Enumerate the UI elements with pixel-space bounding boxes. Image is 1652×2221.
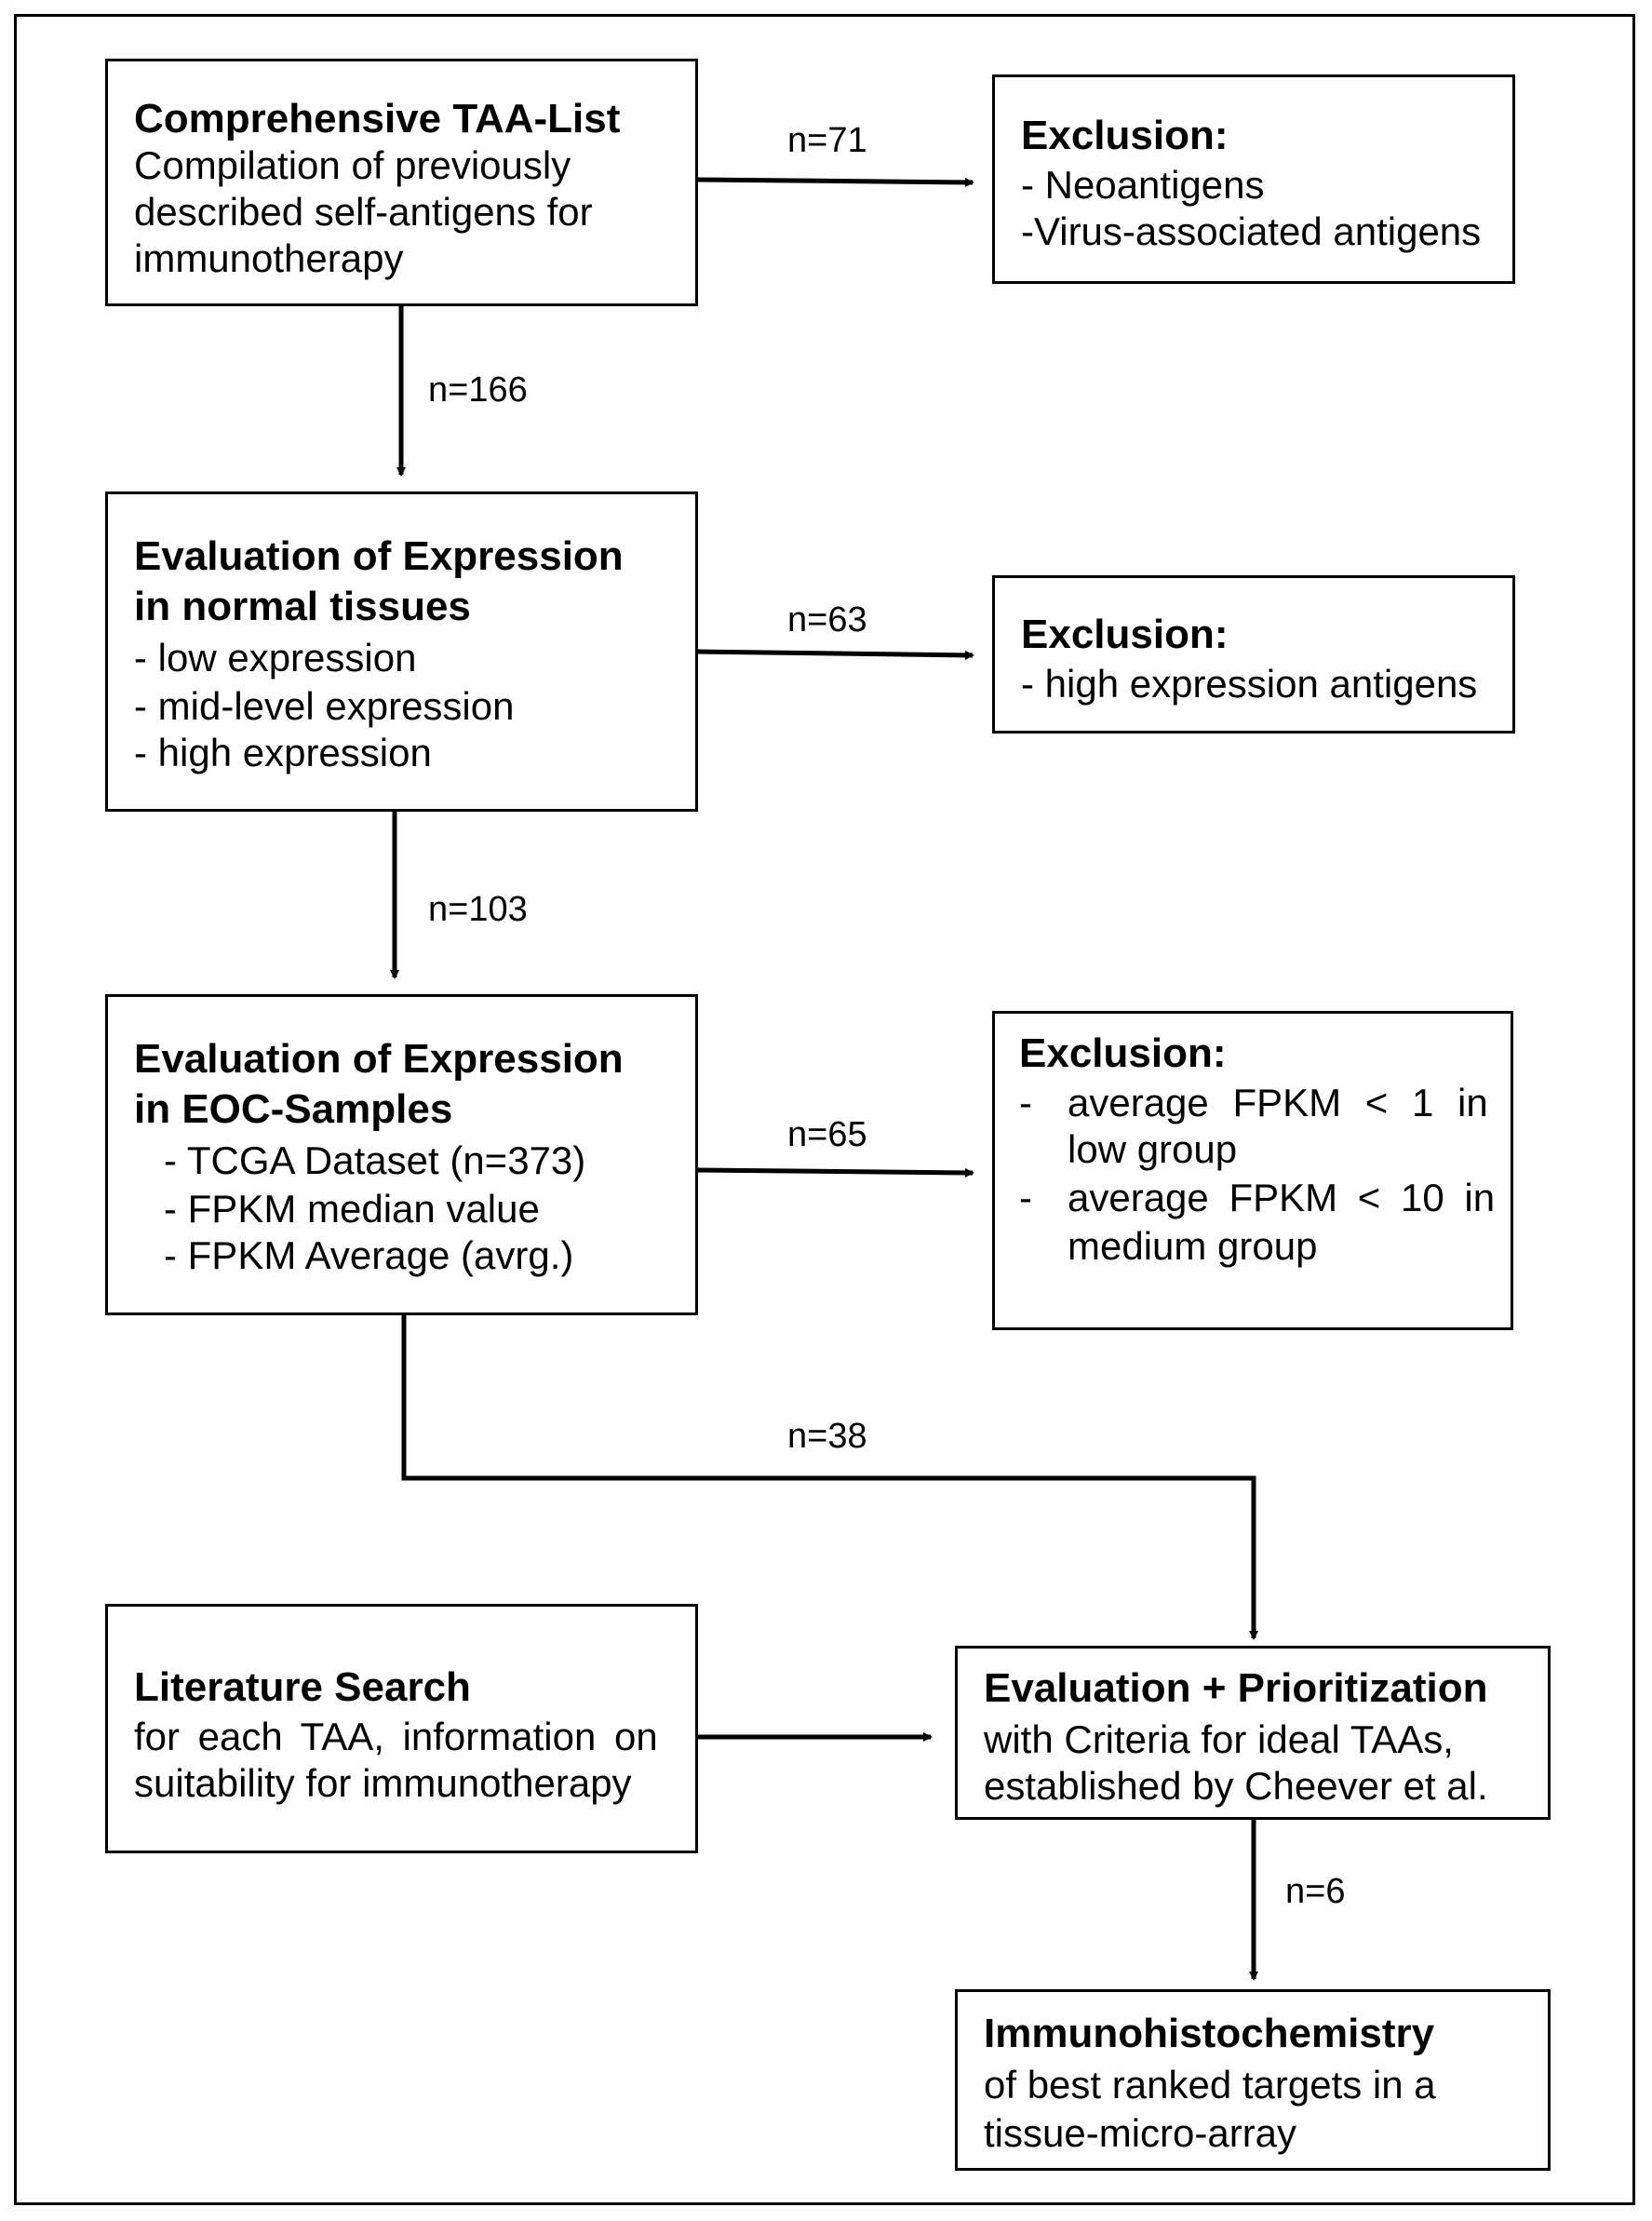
immunohistochemistry-line: of best ranked targets in a <box>984 2063 1436 2107</box>
count-label-n166: n=166 <box>428 370 528 410</box>
evaluation-prioritization-line: with Criteria for ideal TAAs, <box>984 1717 1454 1761</box>
eoc-samples-line: - TCGA Dataset (n=373) <box>164 1138 586 1182</box>
eoc-samples-box: Evaluation of Expression in EOC-Samples … <box>105 994 698 1315</box>
exclusion-line: - Neoantigens <box>1021 163 1265 207</box>
arrow-box1-to-exclusion1 <box>695 177 974 187</box>
literature-search-line: suitability for immunotherapy <box>134 1761 632 1805</box>
count-label-n71: n=71 <box>787 121 867 160</box>
exclusion-bullet: - <box>1019 1081 1032 1124</box>
exclusion-line: average FPKM < 10 in <box>1068 1176 1496 1219</box>
exclusion-line: average FPKM < 1 in <box>1068 1081 1488 1124</box>
exclusion-title: Exclusion: <box>1021 612 1229 657</box>
exclusion-line: low group <box>1068 1127 1238 1171</box>
arrow-box3-to-exclusion3 <box>695 1167 974 1178</box>
outer-frame <box>14 14 1635 2205</box>
exclusion-box-3: Exclusion: - average FPKM < 1 in low gro… <box>992 1011 1513 1330</box>
evaluation-prioritization-title: Evaluation + Prioritization <box>984 1665 1488 1711</box>
taa-list-title: Comprehensive TAA-List <box>134 96 621 141</box>
exclusion-bullet: - <box>1019 1176 1032 1219</box>
exclusion-box-1: Exclusion: - Neoantigens -Virus-associat… <box>992 74 1515 284</box>
normal-tissue-line: - low expression <box>134 636 417 680</box>
normal-tissue-title: in normal tissues <box>134 584 471 629</box>
immunohistochemistry-box: Immunohistochemistry of best ranked targ… <box>955 1989 1551 2171</box>
literature-search-title: Literature Search <box>134 1664 471 1710</box>
eoc-samples-line: - FPKM Average (avrg.) <box>164 1233 574 1277</box>
normal-tissue-box: Evaluation of Expression in normal tissu… <box>105 491 698 812</box>
literature-search-line: for each TAA, information on <box>134 1715 658 1758</box>
exclusion-line: medium group <box>1068 1224 1318 1268</box>
arrow-box3-to-evaluation <box>401 1315 1258 1640</box>
immunohistochemistry-line: tissue-micro-array <box>984 2111 1297 2155</box>
taa-list-line: described self-antigens for <box>134 190 593 234</box>
evaluation-prioritization-box: Evaluation + Prioritization with Criteri… <box>955 1646 1551 1820</box>
exclusion-line: - high expression antigens <box>1021 662 1478 706</box>
exclusion-box-2: Exclusion: - high expression antigens <box>992 575 1515 734</box>
count-label-n38: n=38 <box>787 1417 867 1456</box>
taa-list-box: Comprehensive TAA-List Compilation of pr… <box>105 59 698 306</box>
taa-list-line: immunotherapy <box>134 236 404 280</box>
count-label-n103: n=103 <box>428 890 528 929</box>
count-label-n6: n=6 <box>1285 1872 1346 1911</box>
normal-tissue-title: Evaluation of Expression <box>134 533 624 579</box>
eoc-samples-line: - FPKM median value <box>164 1187 540 1231</box>
taa-list-line: Compilation of previously <box>134 143 571 187</box>
count-label-n65: n=65 <box>787 1115 867 1154</box>
exclusion-title: Exclusion: <box>1019 1030 1227 1076</box>
exclusion-line: -Virus-associated antigens <box>1021 209 1482 253</box>
exclusion-title: Exclusion: <box>1021 113 1229 158</box>
immunohistochemistry-title: Immunohistochemistry <box>984 2011 1435 2056</box>
arrow-box2-to-exclusion2 <box>695 649 974 660</box>
count-label-n63: n=63 <box>787 600 867 639</box>
literature-search-box: Literature Search for each TAA, informat… <box>105 1604 698 1853</box>
normal-tissue-line: - high expression <box>134 731 432 774</box>
eoc-samples-title: in EOC-Samples <box>134 1086 453 1132</box>
evaluation-prioritization-line: established by Cheever et al. <box>984 1764 1488 1808</box>
eoc-samples-title: Evaluation of Expression <box>134 1036 624 1082</box>
normal-tissue-line: - mid-level expression <box>134 684 515 728</box>
